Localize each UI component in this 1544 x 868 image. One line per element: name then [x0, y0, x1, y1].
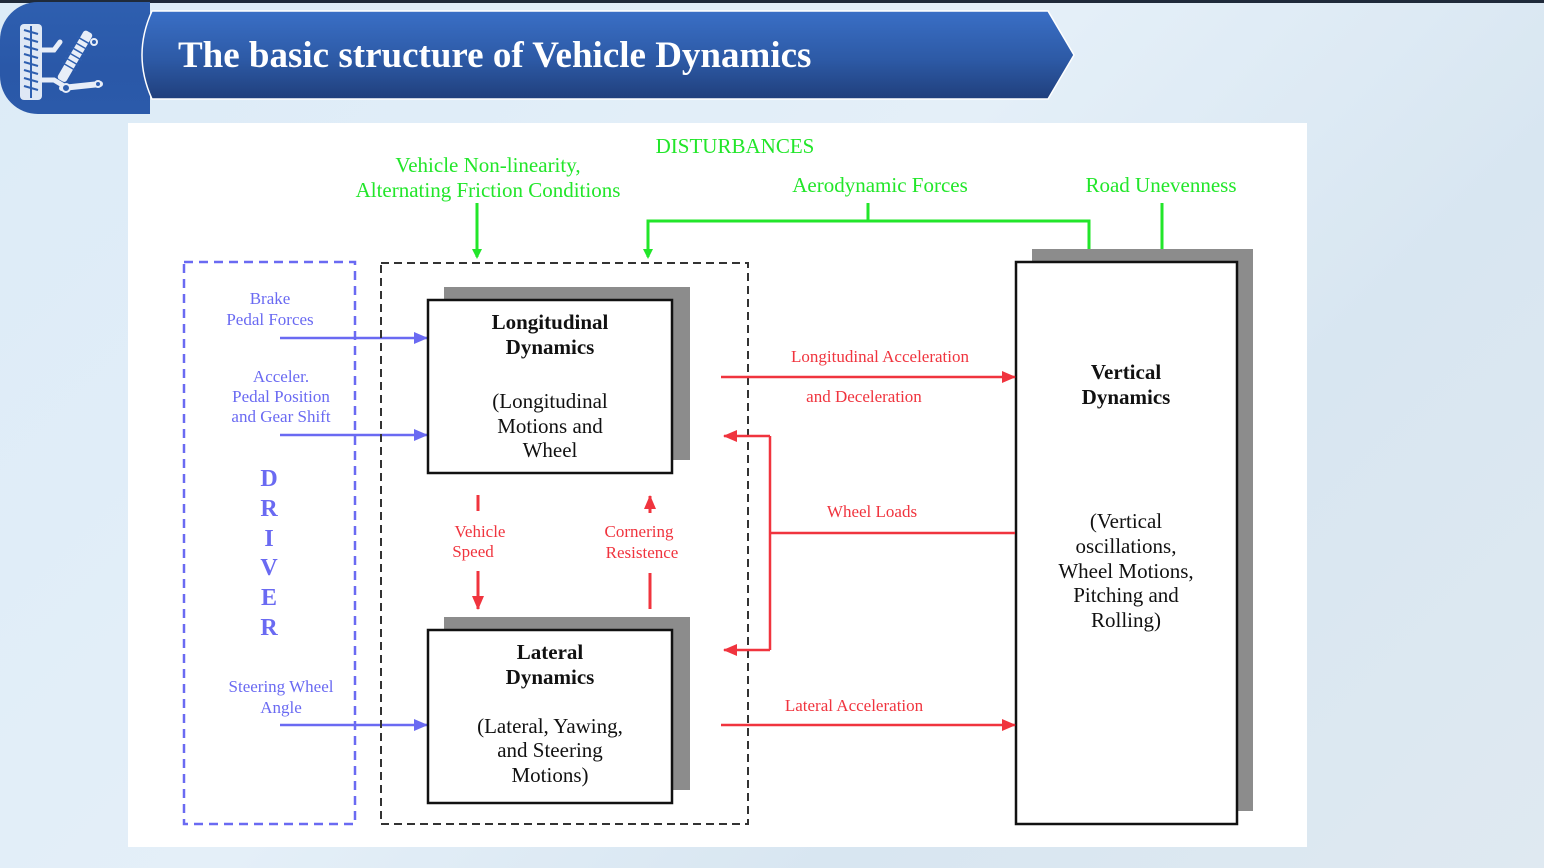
driver-letter-r2: R — [260, 615, 278, 641]
long-accel-label-line2: and Deceleration — [806, 387, 922, 406]
longitudinal-desc-line3: Wheel — [523, 438, 578, 462]
vehicle-suspension-icon — [20, 24, 103, 100]
road-unevenness-label: Road Unevenness — [1085, 173, 1236, 197]
slide-title: The basic structure of Vehicle Dynamics — [178, 35, 812, 76]
accel-label-line2: Pedal Position — [232, 387, 330, 406]
driver-letter-i: I — [264, 526, 273, 552]
aerodynamic-branch — [646, 219, 1094, 259]
long-accel-label-line1: Longitudinal Acceleration — [791, 347, 969, 366]
steering-label-line2: Angle — [260, 698, 302, 717]
wheel-loads-label: Wheel Loads — [827, 502, 917, 521]
driver-letter-r: R — [260, 496, 278, 522]
logo-tab — [0, 2, 150, 114]
vertical-desc-line5: Rolling) — [1091, 608, 1161, 632]
title-banner-shape — [141, 10, 1075, 100]
vehicle-speed-label-line2: Speed — [452, 542, 494, 561]
disturbances-heading: DISTURBANCES — [656, 134, 815, 158]
window-top-edge — [0, 0, 1544, 3]
driver-box — [182, 260, 357, 826]
vehicle-speed-label-line1: Vehicle — [455, 522, 506, 541]
lateral-desc-line3: Motions) — [511, 763, 588, 787]
nonlinearity-label-line2: Alternating Friction Conditions — [356, 178, 621, 202]
lat-accel-label: Lateral Acceleration — [785, 696, 924, 715]
vertical-title-line2: Dynamics — [1082, 385, 1171, 409]
vertical-dynamics-block — [1014, 260, 1239, 826]
nonlinearity-label-line1: Vehicle Non-linearity, — [395, 153, 580, 177]
longitudinal-title-line2: Dynamics — [506, 335, 595, 359]
steering-label-line1: Steering Wheel — [229, 677, 334, 696]
longitudinal-title-line1: Longitudinal — [492, 310, 609, 334]
cornering-label-line2: Resistence — [606, 543, 679, 562]
accel-label-line1: Acceler. — [253, 367, 309, 386]
horizontal-dynamics-box — [380, 262, 749, 825]
aerodynamic-label: Aerodynamic Forces — [792, 173, 968, 197]
vertical-desc-line4: Pitching and — [1073, 583, 1179, 607]
vehicle-dynamics-diagram: DISTURBANCES Vehicle Non-linearity, Alte… — [182, 134, 1253, 826]
longitudinal-dynamics-block — [426, 298, 674, 475]
longitudinal-desc-line2: Motions and — [497, 414, 603, 438]
vertical-desc-line2: oscillations, — [1076, 534, 1177, 558]
lateral-title-line1: Lateral — [517, 640, 584, 664]
vertical-desc-line1: (Vertical — [1090, 509, 1162, 533]
brake-label-line2: Pedal Forces — [226, 310, 313, 329]
accel-label-line3: and Gear Shift — [231, 407, 330, 426]
vertical-desc-line3: Wheel Motions, — [1058, 559, 1193, 583]
brake-label-line1: Brake — [250, 289, 291, 308]
lateral-desc-line1: (Lateral, Yawing, — [477, 714, 623, 738]
lateral-desc-line2: and Steering — [497, 738, 603, 762]
driver-letter-d: D — [260, 466, 277, 492]
lateral-dynamics-block — [426, 628, 674, 805]
cornering-label-line1: Cornering — [605, 522, 674, 541]
title-banner: The basic structure of Vehicle Dynamics — [130, 10, 1075, 100]
lateral-title-line2: Dynamics — [506, 665, 595, 689]
longitudinal-desc-line1: (Longitudinal — [492, 389, 608, 413]
driver-letter-v: V — [260, 555, 278, 581]
vertical-title-line1: Vertical — [1091, 360, 1162, 384]
driver-letter-e: E — [261, 585, 277, 611]
diagram-panel: DISTURBANCES Vehicle Non-linearity, Alte… — [128, 123, 1307, 847]
